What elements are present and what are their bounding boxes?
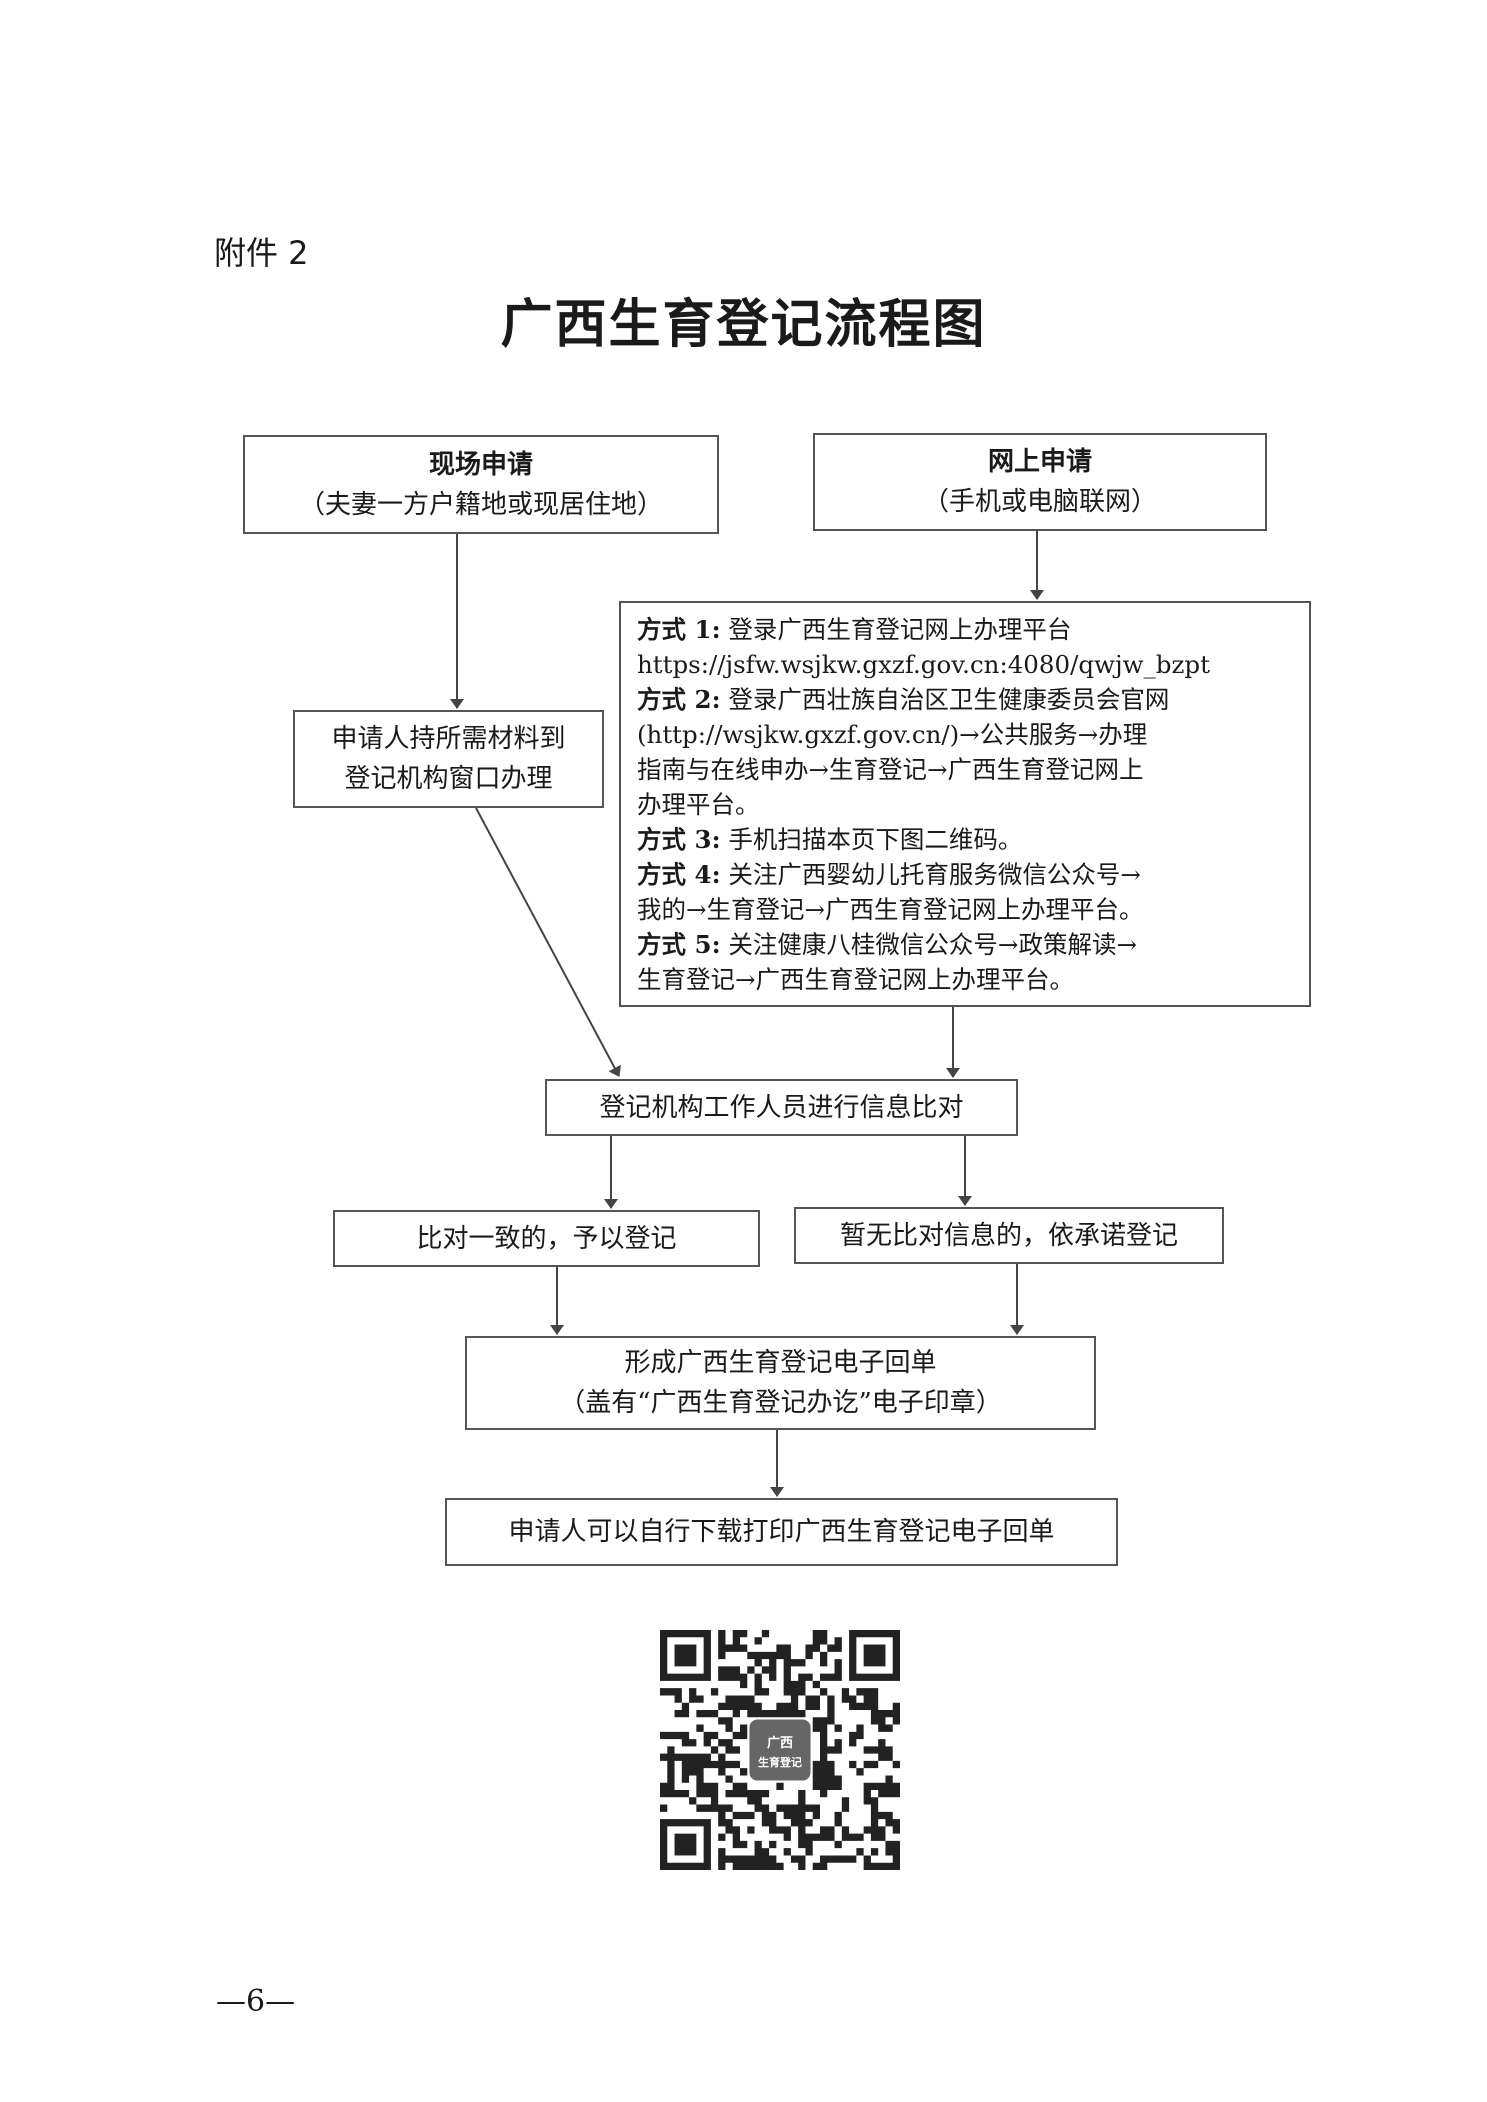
- window-step-box: 申请人持所需材料到 登记机构窗口办理: [293, 710, 604, 808]
- method-text: 关注健康八桂微信公众号→政策解读→: [720, 929, 1137, 959]
- method-text: 我的→生育登记→广西生育登记网上办理平台。: [637, 894, 1144, 924]
- svg-text:广西: 广西: [767, 1735, 793, 1751]
- receipt-step-line2: （盖有“广西生育登记办讫”电子印章）: [559, 1388, 1002, 1418]
- method-line: 指南与在线申办→生育登记→广西生育登记网上: [637, 752, 1144, 787]
- online-title: 网上申请: [987, 447, 1092, 477]
- method-label: 方式 1:: [637, 614, 721, 644]
- window-step-line2: 登记机构窗口办理: [344, 764, 553, 794]
- match-step-box: 比对一致的，予以登记: [333, 1210, 760, 1267]
- method-line: 我的→生育登记→广西生育登记网上办理平台。: [637, 892, 1144, 927]
- receipt-step-box: 形成广西生育登记电子回单 （盖有“广西生育登记办讫”电子印章）: [465, 1336, 1096, 1430]
- svg-text:生育登记: 生育登记: [758, 1755, 802, 1769]
- method-line: https://jsfw.wsjkw.gxzf.gov.cn:4080/qwjw…: [637, 647, 1210, 682]
- compare-step-box: 登记机构工作人员进行信息比对: [545, 1079, 1018, 1136]
- qr-logo: 广西 生育登记: [749, 1719, 811, 1781]
- method-label: 方式 3:: [637, 824, 721, 854]
- qr-code[interactable]: 广西 生育登记: [660, 1630, 900, 1874]
- download-step-text: 申请人可以自行下载打印广西生育登记电子回单: [508, 1517, 1055, 1547]
- method-line: 方式 2: 登录广西壮族自治区卫生健康委员会官网: [637, 682, 1169, 717]
- method-line: 方式 3: 手机扫描本页下图二维码。: [637, 822, 1022, 857]
- method-text: 指南与在线申办→生育登记→广西生育登记网上: [637, 754, 1144, 784]
- page-number: —6—: [216, 1984, 296, 2019]
- arrow-window-to-compare: [475, 807, 621, 1077]
- match-step-text: 比对一致的，予以登记: [416, 1223, 677, 1254]
- method-text: 办理平台。: [637, 789, 760, 819]
- qr-finder-pattern: [660, 1819, 711, 1870]
- nomatch-step-box: 暂无比对信息的，依承诺登记: [794, 1207, 1224, 1264]
- online-subtitle: （手机或电脑联网）: [922, 487, 1157, 517]
- page-title: 广西生育登记流程图: [500, 294, 987, 355]
- compare-step-text: 登记机构工作人员进行信息比对: [599, 1092, 964, 1123]
- onsite-subtitle: （夫妻一方户籍地或现居住地）: [298, 489, 663, 520]
- method-label: 方式 5:: [637, 929, 721, 959]
- method-line: 方式 1: 登录广西生育登记网上办理平台: [637, 612, 1071, 647]
- qr-finder-pattern: [660, 1630, 711, 1681]
- method-line: 生育登记→广西生育登记网上办理平台。: [637, 962, 1074, 997]
- method-line: 办理平台。: [637, 787, 760, 822]
- method-text: 生育登记→广西生育登记网上办理平台。: [637, 964, 1075, 994]
- method-line: 方式 4: 关注广西婴幼儿托育服务微信公众号→: [637, 857, 1141, 892]
- window-step-line1: 申请人持所需材料到: [331, 724, 566, 754]
- qr-modules: [660, 1630, 900, 1870]
- method-text: 手机扫描本页下图二维码。: [720, 824, 1023, 854]
- nomatch-step-text: 暂无比对信息的，依承诺登记: [839, 1220, 1178, 1251]
- method-line: 方式 5: 关注健康八桂微信公众号→政策解读→: [637, 927, 1137, 962]
- download-step-box: 申请人可以自行下载打印广西生育登记电子回单: [445, 1498, 1118, 1566]
- online-application-box: 网上申请 （手机或电脑联网）: [813, 433, 1267, 531]
- method-text: https://jsfw.wsjkw.gxzf.gov.cn:4080/qwjw…: [637, 649, 1210, 679]
- method-text: 关注广西婴幼儿托育服务微信公众号→: [720, 859, 1141, 889]
- qr-finder-pattern: [849, 1630, 900, 1681]
- method-line: (http://wsjkw.gxzf.gov.cn/)→公共服务→办理: [637, 717, 1147, 752]
- attachment-label: 附件 2: [214, 234, 309, 272]
- receipt-step-line1: 形成广西生育登记电子回单: [624, 1348, 937, 1378]
- onsite-application-box: 现场申请 （夫妻一方户籍地或现居住地）: [243, 435, 719, 534]
- method-label: 方式 2:: [637, 684, 721, 714]
- method-text: 登录广西生育登记网上办理平台: [720, 614, 1072, 644]
- method-label: 方式 4:: [637, 859, 721, 889]
- method-text: 登录广西壮族自治区卫生健康委员会官网: [720, 684, 1170, 714]
- onsite-title: 现场申请: [428, 449, 533, 480]
- method-text: (http://wsjkw.gxzf.gov.cn/)→公共服务→办理: [637, 719, 1148, 749]
